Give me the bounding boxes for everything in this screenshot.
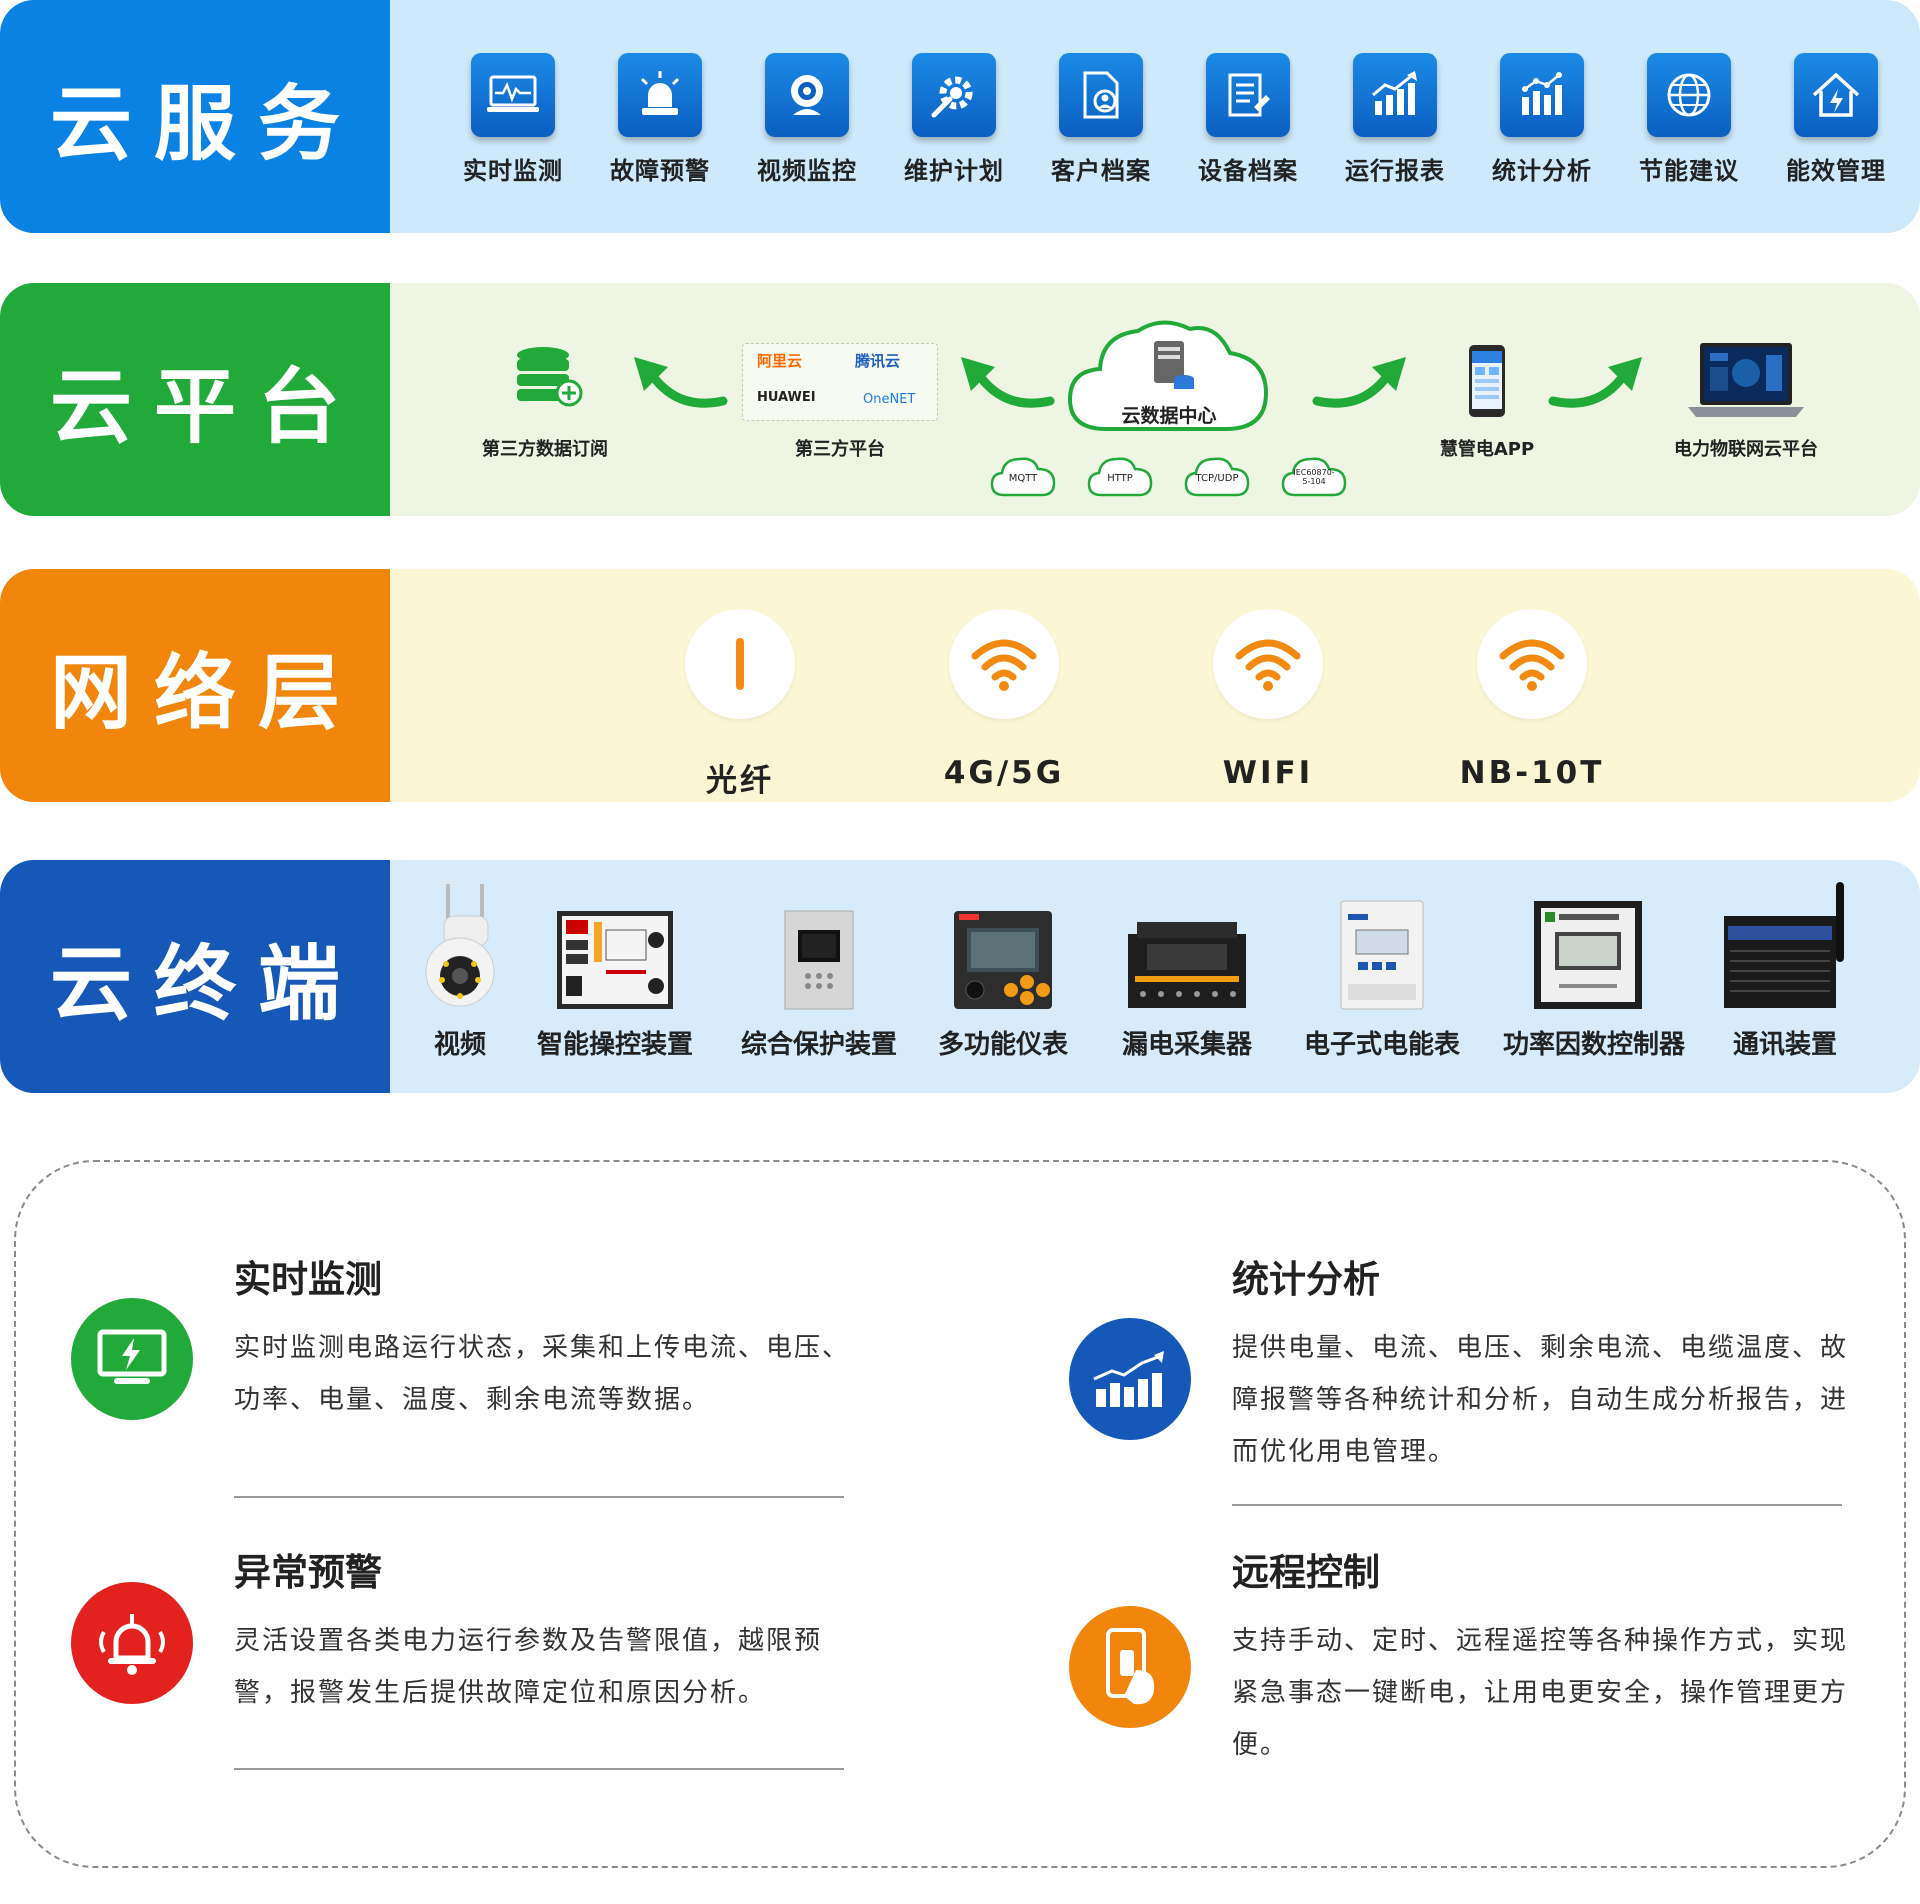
protocol-http: HTTP	[1087, 453, 1153, 497]
wifi-icon	[949, 609, 1059, 719]
cloud-terminal-devices: 视频 智能操控装置 综合保护装置 多功能仪表 漏电采集器 电子式电能表 功率因数…	[390, 860, 1920, 1093]
energy-meter-icon	[1297, 878, 1467, 1010]
feature-panel: 实时监测 实时监测电路运行状态，采集和上传电流、电压、功率、电量、温度、剩余电流…	[14, 1160, 1906, 1868]
aliyun-logo: 阿里云	[757, 352, 803, 370]
fiber-icon	[685, 609, 795, 719]
device-video[interactable]: 视频	[410, 878, 510, 1061]
arrow-right-icon	[1312, 357, 1406, 408]
third-party-platform-label: 第三方平台	[795, 439, 885, 460]
globe-icon	[1647, 53, 1731, 137]
protocol-mqtt: MQTT	[990, 453, 1056, 497]
device-integrated-protection[interactable]: 综合保护装置	[729, 878, 909, 1061]
statistics-chart-icon	[1500, 53, 1584, 137]
cloud-service-row: 云服务 实时监测 故障预警 视频监控 维护计划 客户档案 设备档案 运行报表	[0, 0, 1920, 233]
cloud-terminal-label: 云终端	[0, 860, 390, 1093]
smart-control-device-icon	[525, 878, 705, 1010]
leakage-collector-icon	[1107, 878, 1267, 1010]
device-communication[interactable]: 通讯装置	[1700, 878, 1870, 1061]
cloud-terminal-row: 云终端 视频 智能操控装置 综合保护装置 多功能仪表 漏电采集器 电子式电能表 …	[0, 860, 1920, 1093]
energy-house-icon	[1794, 53, 1878, 137]
divider	[234, 1768, 844, 1770]
feature-title: 异常预警	[234, 1551, 382, 1594]
data-center-label: 云数据中心	[1121, 405, 1217, 427]
network-item-4g5g[interactable]: 4G/5G	[894, 609, 1114, 791]
feature-title: 远程控制	[1232, 1551, 1380, 1594]
cloud-platform-label: 云平台	[0, 283, 390, 516]
feature-description: 灵活设置各类电力运行参数及告警限值，越限预警，报警发生后提供故障定位和原因分析。	[234, 1626, 823, 1708]
security-camera-icon	[410, 878, 510, 1010]
protocol-tcp-udp: TCP/UDP	[1184, 453, 1250, 497]
cloud-service-label: 云服务	[0, 0, 390, 233]
app-label: 慧管电APP	[1439, 439, 1535, 460]
wifi-icon	[1213, 609, 1323, 719]
alarm-light-icon	[618, 53, 702, 137]
remote-phone-icon	[1069, 1606, 1191, 1728]
network-item-fiber[interactable]: 光纤	[630, 609, 850, 800]
communication-device-icon	[1700, 878, 1870, 1010]
service-item-energy-management[interactable]: 能效管理	[1776, 53, 1896, 186]
report-chart-icon	[1353, 53, 1437, 137]
power-factor-controller-icon	[1503, 878, 1673, 1010]
protection-device-icon	[729, 878, 909, 1010]
huawei-logo: HUAWEI	[757, 390, 816, 405]
multifunction-meter-icon	[923, 878, 1083, 1010]
smartphone-app-icon	[1469, 345, 1505, 417]
cloud-platform-row: 云平台 第三方数据订阅 阿里云 腾讯云 HUAWEI OneNET 第三方平台	[0, 283, 1920, 516]
feature-title: 实时监测	[234, 1258, 382, 1301]
device-multifunction-meter[interactable]: 多功能仪表	[923, 878, 1083, 1061]
bar-chart-trend-icon	[1069, 1318, 1191, 1440]
device-file-icon	[1206, 53, 1290, 137]
device-smart-control[interactable]: 智能操控装置	[525, 878, 705, 1061]
device-power-factor-controller[interactable]: 功率因数控制器	[1503, 878, 1685, 1061]
data-center-cloud-icon	[1067, 320, 1269, 431]
network-layer-label: 网络层	[0, 569, 390, 802]
divider	[234, 1496, 844, 1498]
service-item-video-monitor[interactable]: 视频监控	[747, 53, 867, 186]
monitor-icon	[471, 53, 555, 137]
service-item-fault-warning[interactable]: 故障预警	[600, 53, 720, 186]
cloud-platform-diagram: 第三方数据订阅 阿里云 腾讯云 HUAWEI OneNET 第三方平台	[390, 283, 1920, 516]
feature-description: 实时监测电路运行状态，采集和上传电流、电压、功率、电量、温度、剩余电流等数据。	[234, 1333, 851, 1415]
laptop-platform-icon	[1688, 343, 1804, 417]
cloud-service-items: 实时监测 故障预警 视频监控 维护计划 客户档案 设备档案 运行报表 统计分析	[390, 0, 1920, 233]
arrow-right-icon-2	[1548, 357, 1642, 408]
monitor-lightning-icon	[71, 1298, 193, 1420]
arrow-left-icon	[634, 357, 728, 408]
service-item-energy-saving[interactable]: 节能建议	[1629, 53, 1749, 186]
data-subscription-label: 第三方数据订阅	[482, 439, 608, 460]
network-layer-items: 光纤 4G/5G WIFI NB-10T	[390, 569, 1920, 802]
device-leakage-collector[interactable]: 漏电采集器	[1107, 878, 1267, 1061]
service-item-operation-report[interactable]: 运行报表	[1335, 53, 1455, 186]
device-electronic-energy-meter[interactable]: 电子式电能表	[1297, 878, 1467, 1061]
service-item-maintenance-plan[interactable]: 维护计划	[894, 53, 1014, 186]
service-item-realtime-monitor[interactable]: 实时监测	[453, 53, 573, 186]
feature-description: 支持手动、定时、远程遥控等各种操作方式，实现紧急事态一键断电，让用电更安全，操作…	[1232, 1626, 1849, 1760]
wifi-icon	[1477, 609, 1587, 719]
database-add-icon	[517, 347, 583, 407]
third-party-logos: 阿里云 腾讯云 HUAWEI OneNET	[742, 343, 938, 421]
tencent-cloud-logo: 腾讯云	[855, 352, 901, 370]
camera-icon	[765, 53, 849, 137]
service-item-customer-file[interactable]: 客户档案	[1041, 53, 1161, 186]
feature-description: 提供电量、电流、电压、剩余电流、电缆温度、故障报警等各种统计和分析，自动生成分析…	[1232, 1333, 1849, 1467]
service-item-statistics[interactable]: 统计分析	[1482, 53, 1602, 186]
network-item-nb-iot[interactable]: NB-10T	[1422, 609, 1642, 791]
protocol-iec: IEC60870-5-104	[1281, 453, 1347, 497]
service-item-device-file[interactable]: 设备档案	[1188, 53, 1308, 186]
feature-title: 统计分析	[1232, 1258, 1380, 1301]
iot-platform-label: 电力物联网云平台	[1674, 439, 1818, 460]
divider	[1232, 1504, 1842, 1506]
onenet-logo: OneNET	[863, 392, 916, 407]
maintenance-gear-icon	[912, 53, 996, 137]
network-item-wifi[interactable]: WIFI	[1158, 609, 1378, 791]
alarm-bell-icon	[71, 1582, 193, 1704]
customer-file-icon	[1059, 53, 1143, 137]
arrow-left-icon-2	[961, 357, 1055, 408]
network-layer-row: 网络层 光纤 4G/5G WIFI NB-10T	[0, 569, 1920, 802]
